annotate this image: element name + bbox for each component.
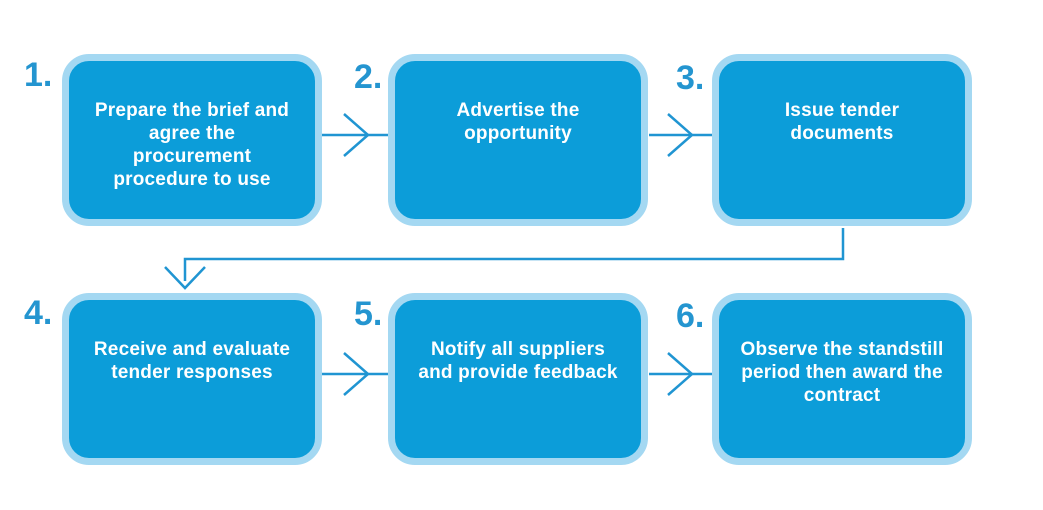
step-label: Prepare the brief and agree the procurem… (94, 100, 290, 190)
step-number-3: 3. (676, 59, 705, 97)
step-box-advertise-opportunity: Advertise the opportunity (388, 54, 648, 226)
arrow-step5-to-step6 (649, 352, 713, 396)
step-number-1: 1. (24, 56, 53, 94)
arrow-step1-to-step2 (322, 113, 389, 157)
step-label: Notify all suppliers and provide feedbac… (418, 339, 618, 383)
step-number-6: 6. (676, 297, 705, 335)
arrow-step4-to-step5 (322, 352, 389, 396)
step-label: Advertise the opportunity (456, 100, 580, 144)
step-box-prepare-brief: Prepare the brief and agree the procurem… (62, 54, 322, 226)
step-label: Observe the standstill period then award… (740, 339, 944, 406)
step-label: Receive and evaluate tender responses (93, 339, 291, 383)
step-box-standstill-award-contract: Observe the standstill period then award… (712, 293, 972, 465)
step-box-notify-suppliers-feedback: Notify all suppliers and provide feedbac… (388, 293, 648, 465)
step-label: Issue tender documents (784, 100, 900, 144)
arrow-step2-to-step3 (649, 113, 713, 157)
step-number-2: 2. (354, 58, 383, 96)
step-box-issue-tender-documents: Issue tender documents (712, 54, 972, 226)
step-number-5: 5. (354, 295, 383, 333)
arrow-step3-to-step4 (164, 228, 845, 290)
step-box-receive-evaluate-responses: Receive and evaluate tender responses (62, 293, 322, 465)
step-number-4: 4. (24, 294, 53, 332)
